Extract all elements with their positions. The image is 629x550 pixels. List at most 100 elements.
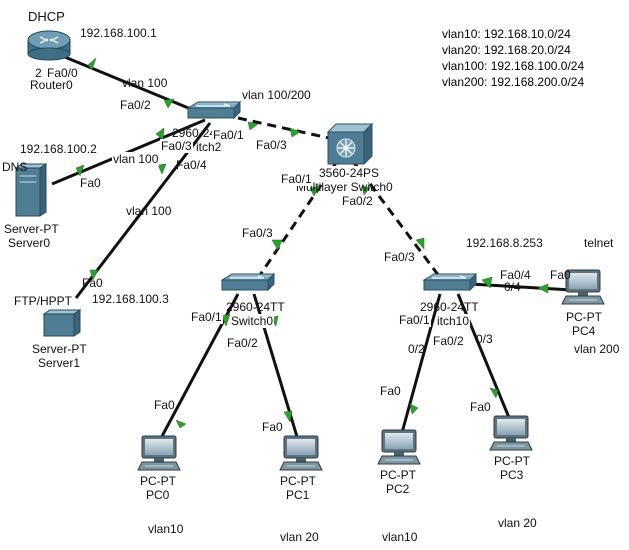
pc2-name: PC2	[386, 482, 410, 496]
pc2-vlan: vlan10	[382, 530, 418, 544]
port-switch1-04b: 0/4	[504, 280, 521, 294]
port-router-fa00: Fa0/0	[46, 66, 79, 80]
legend-line: vlan200: 192.168.200.0/24	[442, 75, 585, 89]
switch2-vlan-label: vlan 100/200	[242, 88, 311, 102]
server0-icon[interactable]	[14, 163, 48, 217]
server1-icon[interactable]	[42, 309, 82, 337]
port-switch0-fa03: Fa0/3	[242, 226, 273, 240]
router-name: Router0	[30, 78, 73, 92]
legend-line: vlan20: 192.168.20.0/24	[442, 43, 571, 57]
link-up-arrow	[361, 185, 371, 196]
pc0-type: PC-PT	[140, 474, 176, 488]
pc4-vlan: vlan 200	[574, 342, 620, 356]
port-switch1-fa04: Fa0/4	[500, 268, 531, 282]
port-pc2-fa0: Fa0	[380, 384, 401, 398]
port-server0-fa0: Fa0	[80, 176, 101, 190]
link-up-arrow	[247, 121, 259, 131]
link-switch1-pc2[interactable]	[398, 293, 442, 441]
link-router-switch2[interactable]	[59, 53, 199, 114]
pc0-icon[interactable]	[137, 435, 181, 471]
router-note: DHCP	[28, 9, 65, 24]
link-switch1-pc4[interactable]	[469, 282, 573, 292]
switch2-name: itch2	[196, 140, 222, 154]
switch0-icon[interactable]	[221, 273, 275, 291]
port-pc4-fa0: Fa0	[550, 268, 571, 282]
link-up-arrow	[309, 185, 321, 197]
port-pc0-fa0: Fa0	[154, 398, 175, 412]
port-switch0-fa02: Fa0/2	[226, 336, 259, 350]
server0-note: DNS	[2, 160, 28, 174]
server1-note: FTP/HPPT	[14, 294, 73, 308]
link-switch2-multilayer[interactable]	[237, 116, 339, 142]
port-switch1-fa02: Fa0/2	[432, 334, 465, 348]
link-up-arrow	[89, 269, 99, 281]
link-up-arrow	[289, 127, 301, 138]
link-up-arrow	[415, 237, 425, 250]
port-multilayer-fa02: Fa0/2	[342, 194, 373, 208]
port-switch2-fa01: Fa0/1	[212, 128, 245, 142]
pc4-name: PC4	[572, 324, 596, 338]
link-up-arrow	[271, 239, 283, 251]
link-up-arrow	[409, 403, 419, 415]
link-up-arrow	[283, 410, 293, 423]
port-multilayer-fa01: Fa0/1	[280, 172, 313, 186]
server1-name: Server1	[38, 356, 81, 370]
port-server1-fa0: Fa0	[82, 276, 103, 290]
router-num: 2	[35, 66, 42, 80]
router-icon[interactable]	[27, 30, 71, 61]
legend-line: vlan100: 192.168.100.0/24	[442, 59, 585, 73]
link-up-arrow	[175, 419, 187, 429]
link-up-arrow	[87, 57, 97, 71]
port-switch1-03b: 0/3	[476, 332, 493, 346]
switch1-name: itch10	[436, 314, 471, 328]
pc0-vlan: vlan10	[148, 522, 184, 536]
pc3-name: PC3	[500, 468, 524, 482]
switch1-model: 2960-24TT	[420, 300, 479, 314]
server0-name: Server0	[8, 236, 51, 250]
pc3-vlan: vlan 20	[498, 516, 537, 530]
switch2-model: 2960-24	[172, 126, 217, 140]
link-up-arrow	[489, 387, 499, 399]
pc1-vlan: vlan 20	[280, 530, 319, 544]
port-switch0-fa01: Fa0/1	[190, 310, 223, 324]
pc1-icon[interactable]	[279, 435, 323, 471]
switch2-icon[interactable]	[187, 101, 241, 119]
switch0-model: 2960-24TT	[226, 300, 285, 314]
pc0-name: PC0	[146, 488, 170, 502]
switch1-icon[interactable]	[423, 273, 477, 291]
port-switch2-fa02: Fa0/2	[120, 98, 151, 112]
port-switch1-fa03: Fa0/3	[384, 250, 415, 264]
port-switch2-fa03: Fa0/3	[160, 139, 193, 153]
server0-ip: 192.168.100.2	[20, 142, 97, 156]
vlan-legend: vlan10: 192.168.10.0/24 vlan20: 192.168.…	[442, 26, 610, 98]
pc1-name: PC1	[286, 488, 310, 502]
pc4-note: telnet	[584, 236, 614, 250]
server0-type: Server-PT	[4, 222, 59, 236]
pc3-icon[interactable]	[489, 415, 533, 451]
multilayer-name: Multilayer Switch0	[296, 180, 393, 194]
legend-line: vlan10: 192.168.10.0/24	[442, 27, 571, 41]
multilayer-switch-icon[interactable]	[326, 122, 374, 166]
link-up-arrow	[157, 163, 167, 175]
pc3-type: PC-PT	[494, 454, 530, 468]
router-ip: 192.168.100.1	[80, 26, 157, 40]
server1-type: Server-PT	[32, 342, 87, 356]
pc2-type: PC-PT	[380, 468, 416, 482]
link-up-arrow	[163, 98, 175, 109]
dns-vlan-label: vlan 100	[112, 152, 160, 166]
port-pc1-fa0: Fa0	[262, 420, 283, 434]
port-switch1-fa01: Fa0/1	[398, 313, 431, 327]
multilayer-model: 3560-24PS	[318, 166, 381, 180]
router-vlan-label: vlan 100	[122, 76, 168, 90]
link-up-arrow	[481, 276, 493, 289]
link-up-arrow	[75, 164, 85, 177]
switch1-ip: 192.168.8.253	[466, 236, 543, 250]
port-pc3-fa0: Fa0	[470, 400, 491, 414]
switch0-name: Switch0	[230, 314, 275, 328]
port-switch1-02b: 0/2	[408, 342, 425, 356]
pc2-icon[interactable]	[377, 429, 421, 465]
pc1-type: PC-PT	[280, 474, 316, 488]
port-multilayer-fa03: Fa0/3	[256, 138, 287, 152]
link-multilayer-switch1[interactable]	[350, 159, 444, 281]
